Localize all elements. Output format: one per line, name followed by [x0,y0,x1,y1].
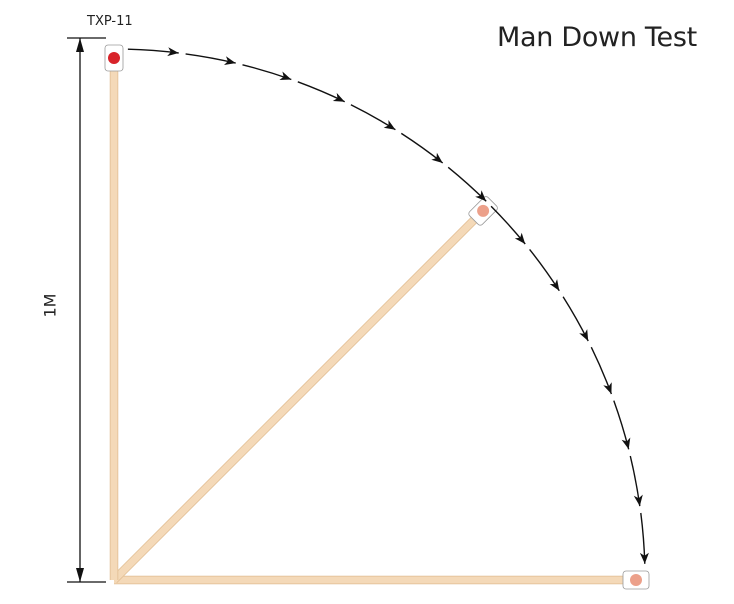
arrowhead-icon [279,71,292,80]
arrowhead-icon [621,437,631,450]
device-led [630,574,642,586]
dimension-label: 1M [40,293,60,318]
arrowhead-icon [167,47,179,57]
arrowhead-icon [224,56,236,65]
dimension-line [67,37,106,583]
device-fallen [622,570,650,590]
arrowhead-icon [633,494,643,507]
arrowhead-icon [475,190,487,202]
pole-tilted [111,199,495,583]
poles [109,46,648,585]
arrowhead-icon [431,152,443,163]
device-tilted [468,196,498,226]
arrowhead-icon [383,120,396,130]
arrowhead-icon [603,382,612,394]
device-label: TXP-11 [87,14,133,29]
arrowhead-icon [332,92,345,102]
arrowhead-icon [549,279,560,291]
devices [104,44,650,590]
arrowhead-icon [639,552,649,564]
motion-arc [127,47,649,564]
device-upright [104,44,124,72]
device-led [477,204,490,217]
page-title: Man Down Test [497,22,697,53]
arrowhead-icon [579,329,589,341]
arrowhead-icon [514,232,526,244]
device-led [108,52,120,64]
